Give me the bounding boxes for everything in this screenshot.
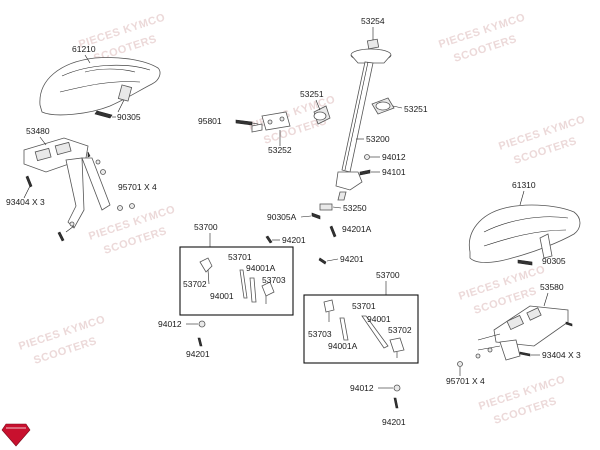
label-94201A: 94201A <box>342 224 372 234</box>
bolt-90305-right <box>517 259 533 266</box>
label-90305A: 90305A <box>267 212 297 222</box>
label-53251-left: 53251 <box>300 89 324 99</box>
label-90305-left: 90305 <box>117 112 141 122</box>
nut-94012-top <box>364 154 370 160</box>
bearing-53251-left <box>313 105 331 125</box>
label-61210: 61210 <box>72 44 96 54</box>
label-95701-left: 95701 X 4 <box>118 182 157 192</box>
cap-53254 <box>366 38 380 50</box>
label-94201-a: 94201 <box>282 235 306 245</box>
label-53251-right: 53251 <box>404 104 428 114</box>
front-fender-left <box>39 57 161 116</box>
clip-53250 <box>319 203 333 211</box>
fender-bracket-53580 <box>477 305 569 361</box>
label-94001A-right: 94001A <box>328 341 358 351</box>
brand-logo-icon <box>1 423 31 447</box>
bearing-53251-right <box>371 97 395 115</box>
label-94001A-left: 94001A <box>246 263 276 273</box>
label-53580: 53580 <box>540 282 564 292</box>
label-94201-left: 94201 <box>186 349 210 359</box>
label-53254: 53254 <box>361 16 385 26</box>
rear-fender-right <box>468 204 581 263</box>
label-93404-right: 93404 X 3 <box>542 350 581 360</box>
bolts-95701-right <box>457 347 493 367</box>
label-53701-left: 53701 <box>228 252 252 262</box>
label-53252: 53252 <box>268 145 292 155</box>
screws-93404-right <box>519 321 573 357</box>
label-94001-left: 94001 <box>210 291 234 301</box>
label-53200: 53200 <box>366 134 390 144</box>
steering-stem-53200 <box>335 48 392 201</box>
label-95701-right: 95701 X 4 <box>446 376 485 386</box>
label-53700-left: 53700 <box>194 222 218 232</box>
label-94012-bottom: 94012 <box>350 383 374 393</box>
label-94201-mid: 94201 <box>340 254 364 264</box>
label-94201-bottom: 94201 <box>382 417 406 427</box>
label-93404-left: 93404 X 3 <box>6 197 45 207</box>
label-61310: 61310 <box>512 180 536 190</box>
label-94012-left: 94012 <box>158 319 182 329</box>
lock-plate-53252 <box>251 111 291 133</box>
tie-rod-kit-box-left <box>179 246 294 316</box>
bolt-95801 <box>235 119 259 126</box>
bolt-90305-left <box>94 110 116 119</box>
screws-93404-left <box>25 151 91 242</box>
screw-94201A <box>329 225 337 238</box>
nut-94012-bottom <box>393 384 401 392</box>
screw-94201-left <box>197 337 203 347</box>
screw-94201-bottom <box>393 397 399 409</box>
tie-rod-assembly-left <box>199 257 275 304</box>
label-53701-right: 53701 <box>352 301 376 311</box>
bolt-94101 <box>359 169 371 176</box>
screw-94201-a <box>265 235 273 244</box>
screw-94201-mid <box>318 257 327 265</box>
label-90305-right: 90305 <box>542 256 566 266</box>
label-94012-top: 94012 <box>382 152 406 162</box>
label-94101: 94101 <box>382 167 406 177</box>
bolts-95701-left <box>95 159 135 211</box>
label-53703-right: 53703 <box>308 329 332 339</box>
label-53250: 53250 <box>343 203 367 213</box>
nut-94012-left <box>198 320 206 328</box>
label-95801: 95801 <box>198 116 222 126</box>
fender-bracket-53480 <box>23 137 111 233</box>
label-53702-right: 53702 <box>388 325 412 335</box>
washer-90305A <box>311 212 321 220</box>
label-94001-right: 94001 <box>367 314 391 324</box>
label-53700-right: 53700 <box>376 270 400 280</box>
tie-rod-kit-box-right <box>303 294 419 364</box>
label-53480: 53480 <box>26 126 50 136</box>
label-53702-left: 53702 <box>183 279 207 289</box>
tie-rod-assembly-right <box>323 299 405 358</box>
label-53703-left: 53703 <box>262 275 286 285</box>
